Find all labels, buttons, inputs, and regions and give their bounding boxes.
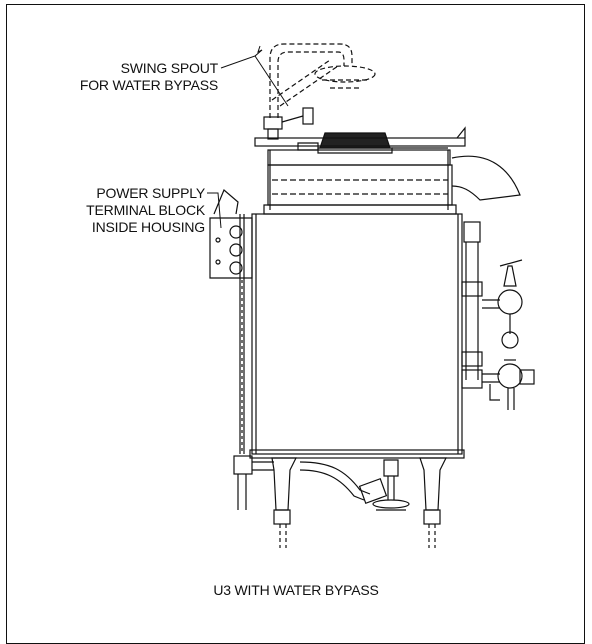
- swing-spout: [269, 43, 376, 118]
- power-supply-label-line1: POWER SUPPLY: [96, 185, 205, 201]
- power-supply-label: POWER SUPPLY TERMINAL BLOCK INSIDE HOUSI…: [0, 185, 205, 236]
- power-supply-label-line2: TERMINAL BLOCK: [86, 202, 205, 218]
- power-supply-label-line3: INSIDE HOUSING: [91, 219, 205, 235]
- leg-left: [271, 457, 297, 548]
- swing-spout-leaders: [220, 45, 289, 107]
- leg-right: [419, 457, 447, 548]
- figure-caption: U3 WITH WATER BYPASS: [213, 582, 379, 598]
- swing-spout-label-line1: SWING SPOUT: [120, 60, 219, 76]
- sight-gauge: [461, 221, 483, 389]
- power-leader: [207, 192, 222, 229]
- bypass-valve-lower: [482, 359, 535, 410]
- power-supply-housing: [209, 189, 253, 454]
- brewer-diagram: [207, 43, 535, 548]
- swing-spout-label: SWING SPOUT FOR WATER BYPASS: [0, 60, 218, 94]
- swing-spout-label-line2: FOR WATER BYPASS: [79, 77, 218, 93]
- bypass-valve-upper: [482, 259, 523, 349]
- brew-basket: [263, 132, 457, 215]
- main-body: [249, 213, 465, 459]
- sprayhead-hood: [254, 126, 521, 201]
- drain-valve: [233, 455, 274, 510]
- spout-valve: [263, 107, 314, 140]
- bottom-faucet: [299, 459, 410, 511]
